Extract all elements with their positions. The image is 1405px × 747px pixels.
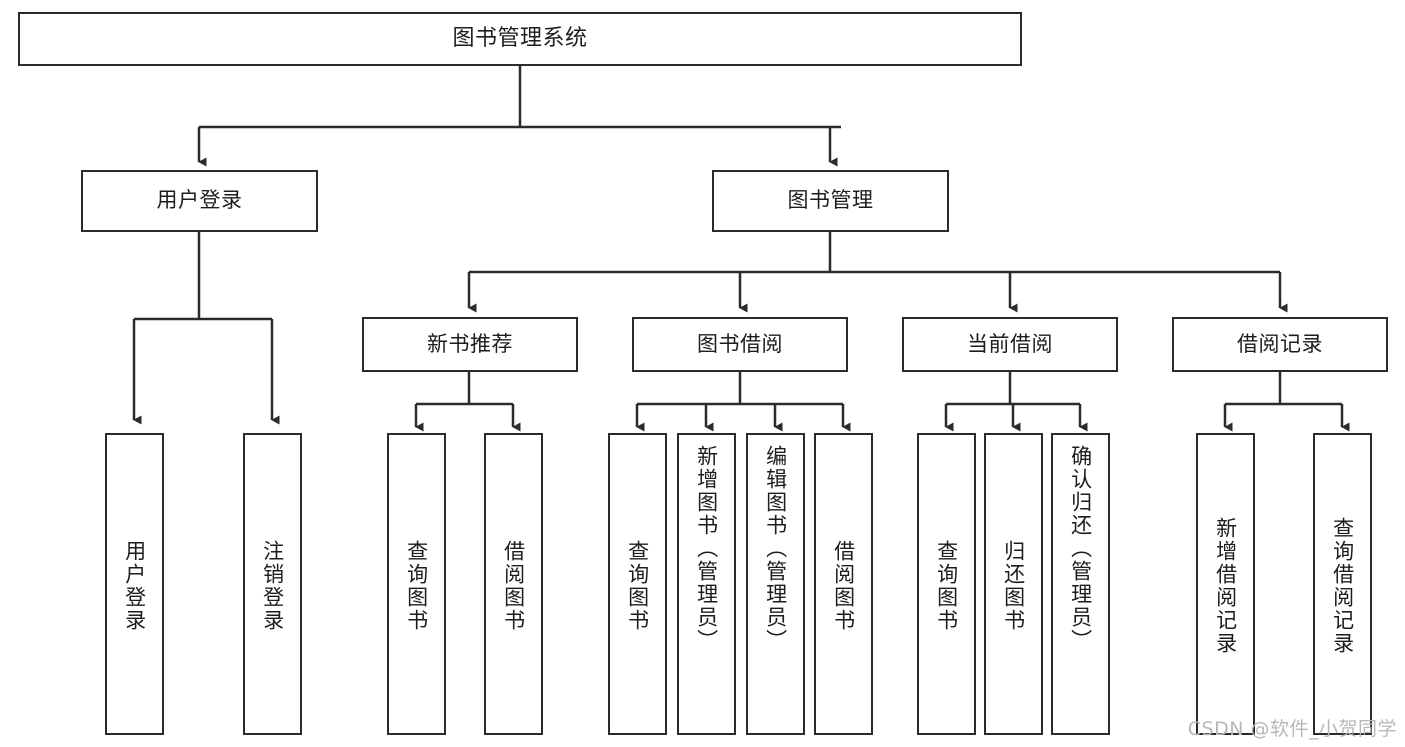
node-borrow-record[interactable]: 借阅记录 bbox=[1172, 317, 1388, 372]
leaf-query-book-3-label: 查询图书 bbox=[934, 540, 959, 632]
node-user-login-label: 用户登录 bbox=[156, 188, 243, 213]
leaf-logout[interactable]: 注销登录 bbox=[243, 433, 302, 735]
leaf-return-book-label: 归还图书 bbox=[1001, 540, 1026, 632]
leaf-query-book-1-label: 查询图书 bbox=[404, 540, 429, 632]
leaf-return-book[interactable]: 归还图书 bbox=[984, 433, 1043, 735]
leaf-query-record[interactable]: 查询借阅记录 bbox=[1313, 433, 1372, 735]
leaf-query-book-2[interactable]: 查询图书 bbox=[608, 433, 667, 735]
node-borrow-record-label: 借阅记录 bbox=[1237, 331, 1323, 356]
node-current-borrow[interactable]: 当前借阅 bbox=[902, 317, 1118, 372]
leaf-borrow-book-1-label: 借阅图书 bbox=[501, 540, 526, 632]
node-book-borrow[interactable]: 图书借阅 bbox=[632, 317, 848, 372]
leaf-borrow-book-2[interactable]: 借阅图书 bbox=[814, 433, 873, 735]
leaf-user-login[interactable]: 用户登录 bbox=[105, 433, 164, 735]
node-new-book-rec[interactable]: 新书推荐 bbox=[362, 317, 578, 372]
leaf-logout-label: 注销登录 bbox=[260, 540, 285, 632]
node-book-borrow-label: 图书借阅 bbox=[697, 331, 783, 356]
leaf-query-record-label: 查询借阅记录 bbox=[1330, 517, 1355, 655]
leaf-query-book-2-label: 查询图书 bbox=[625, 540, 650, 632]
leaf-query-book-1[interactable]: 查询图书 bbox=[387, 433, 446, 735]
leaf-add-book-admin-label: 新增图书（管理员） bbox=[694, 445, 719, 652]
leaf-add-book-admin[interactable]: 新增图书（管理员） bbox=[677, 433, 736, 735]
node-root-label: 图书管理系统 bbox=[452, 25, 588, 51]
leaf-query-book-3[interactable]: 查询图书 bbox=[917, 433, 976, 735]
leaf-user-login-label: 用户登录 bbox=[122, 540, 147, 632]
leaf-borrow-book-2-label: 借阅图书 bbox=[831, 540, 856, 632]
leaf-confirm-return-admin-label: 确认归还（管理员） bbox=[1068, 445, 1093, 652]
leaf-edit-book-admin-label: 编辑图书（管理员） bbox=[763, 445, 788, 652]
node-user-login[interactable]: 用户登录 bbox=[81, 170, 318, 232]
leaf-add-record-label: 新增借阅记录 bbox=[1213, 517, 1238, 655]
leaf-confirm-return-admin[interactable]: 确认归还（管理员） bbox=[1051, 433, 1110, 735]
node-new-book-rec-label: 新书推荐 bbox=[427, 331, 513, 356]
leaf-add-record[interactable]: 新增借阅记录 bbox=[1196, 433, 1255, 735]
node-root[interactable]: 图书管理系统 bbox=[18, 12, 1022, 66]
node-book-manage-label: 图书管理 bbox=[787, 188, 874, 213]
node-current-borrow-label: 当前借阅 bbox=[967, 331, 1053, 356]
leaf-borrow-book-1[interactable]: 借阅图书 bbox=[484, 433, 543, 735]
node-book-manage[interactable]: 图书管理 bbox=[712, 170, 949, 232]
leaf-edit-book-admin[interactable]: 编辑图书（管理员） bbox=[746, 433, 805, 735]
